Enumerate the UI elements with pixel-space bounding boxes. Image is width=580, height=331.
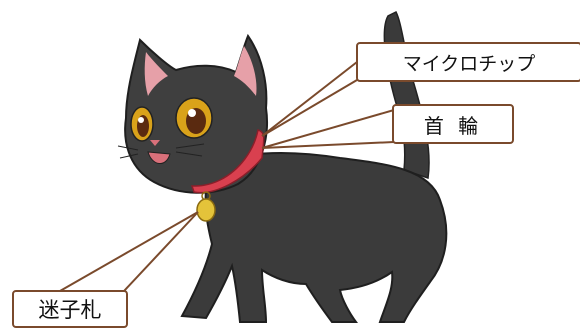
- label-name-tag: 迷子札: [12, 290, 128, 328]
- leader-line-collar-2: [261, 141, 395, 149]
- leader-line-microchip: [261, 61, 358, 137]
- leader-line-tag: [59, 211, 199, 292]
- label-collar: 首 輪: [392, 104, 514, 144]
- cat-collar: [190, 129, 265, 194]
- cat-name-tag: [196, 198, 216, 222]
- label-microchip: マイクロチップ: [356, 42, 580, 82]
- cat-tail: [383, 10, 430, 179]
- leader-line-collar: [261, 109, 395, 149]
- leader-line-microchip-2: [261, 79, 358, 137]
- cat-mouth: [147, 151, 171, 164]
- leader-lines: [59, 61, 395, 292]
- cat-ear-left: [144, 52, 168, 96]
- leader-line-tag-2: [123, 211, 199, 292]
- cat-nose: [150, 140, 160, 146]
- cat-body: [180, 152, 448, 323]
- cat-ear-right: [234, 46, 257, 96]
- cat-whiskers: [117, 143, 205, 159]
